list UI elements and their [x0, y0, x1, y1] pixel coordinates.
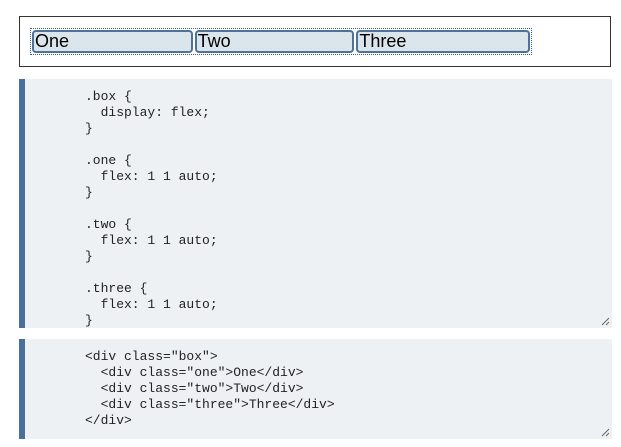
flex-item-three: Three — [356, 30, 530, 53]
resize-grip-icon[interactable] — [601, 317, 610, 326]
html-code-text[interactable]: <div class="box"> <div class="one">One</… — [85, 349, 335, 428]
flex-item-two: Two — [194, 30, 355, 53]
html-code-editor[interactable]: <div class="box"> <div class="one">One</… — [19, 339, 612, 439]
css-code-text[interactable]: .box { display: flex; } .one { flex: 1 1… — [85, 89, 218, 328]
flex-container-box: One Two Three — [30, 28, 532, 55]
output-frame: One Two Three — [19, 16, 611, 67]
css-code-editor[interactable]: .box { display: flex; } .one { flex: 1 1… — [19, 79, 612, 328]
flex-item-one: One — [32, 30, 193, 53]
resize-grip-icon[interactable] — [601, 428, 610, 437]
